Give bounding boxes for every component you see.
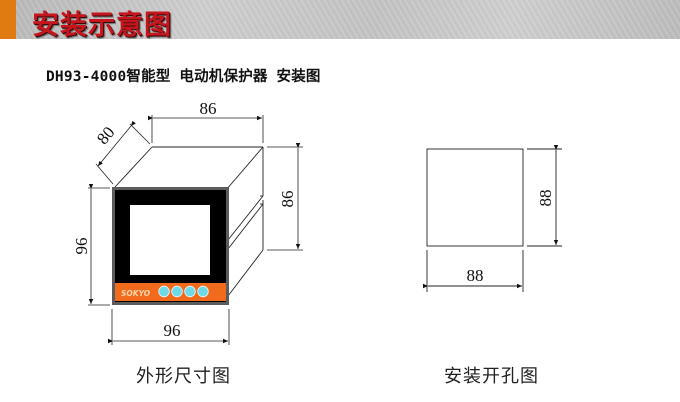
panel-button-4 <box>197 285 209 298</box>
diagram-subtitle: DH93-4000智能型 电动机保护器 安装图 <box>46 69 321 85</box>
dim-cutout-width: 88 <box>467 266 484 285</box>
outline-drawing <box>114 146 264 297</box>
outline-dimensions <box>88 115 303 345</box>
banner-title: 安装示意图 <box>32 10 172 39</box>
dim-front-width: 96 <box>164 321 181 340</box>
display-screen <box>130 205 210 275</box>
dim-side-height: 86 <box>278 191 297 208</box>
orange-strip <box>115 283 226 301</box>
brand-logo: SOKYO <box>121 289 151 298</box>
panel-button-2 <box>171 285 183 298</box>
outline-caption: 外形尺寸图 <box>136 366 231 387</box>
dim-depth: 80 <box>93 123 118 148</box>
dim-cutout-height: 88 <box>536 190 555 207</box>
header-banner: 安装示意图 <box>0 0 680 39</box>
cutout-drawing <box>423 145 562 292</box>
panel-buttons <box>158 285 209 298</box>
front-panel: SOKYO <box>112 187 229 305</box>
banner-accent-bar <box>0 0 16 39</box>
cutout-caption: 安装开孔图 <box>444 366 539 387</box>
dim-top-width: 86 <box>200 99 217 118</box>
panel-button-1 <box>158 285 170 298</box>
panel-button-3 <box>184 285 196 298</box>
dim-front-height: 96 <box>72 238 91 255</box>
cutout-outline <box>426 148 524 247</box>
